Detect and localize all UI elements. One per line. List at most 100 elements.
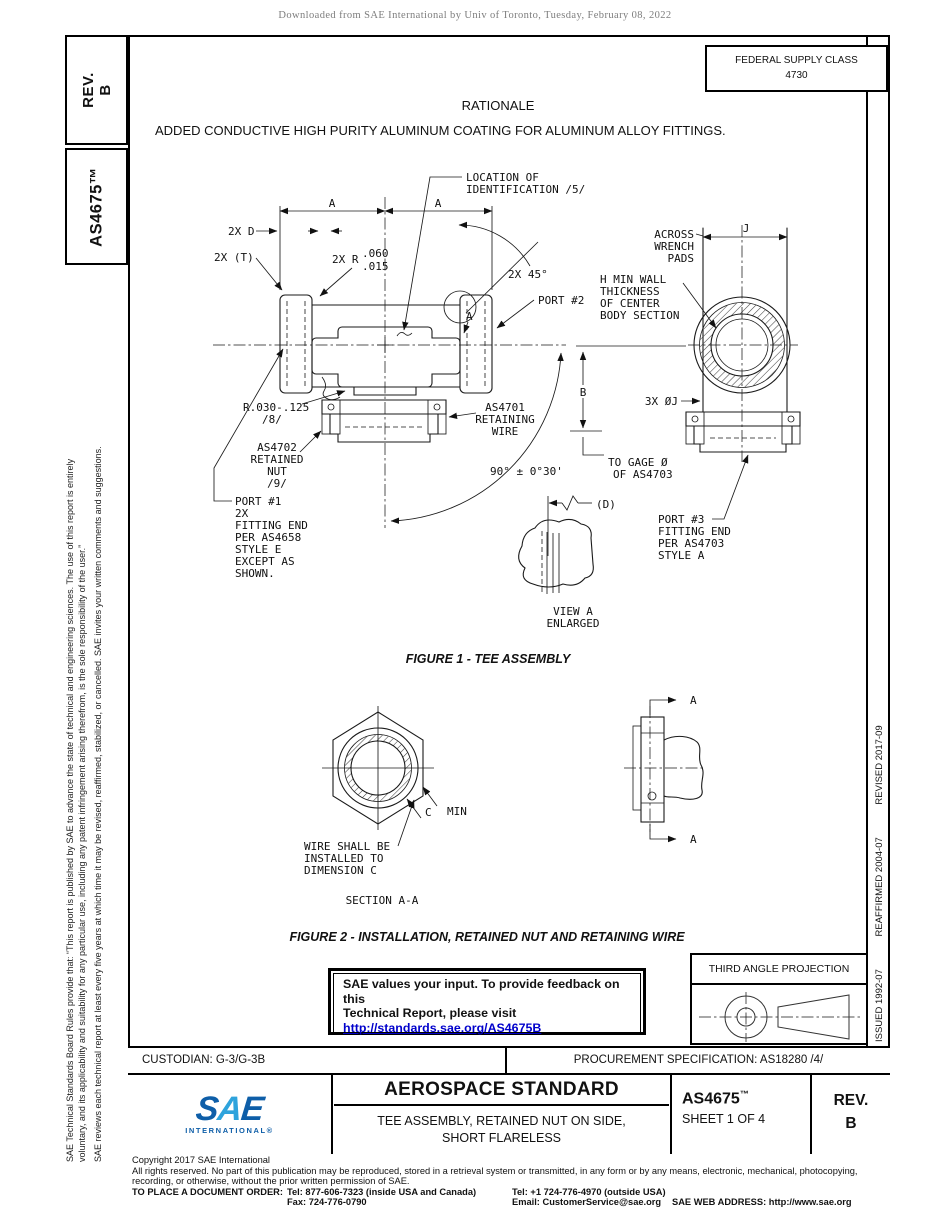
legal-notice-1-line2: voluntary, and its applicability and sui… — [77, 544, 87, 1162]
retained-nut-front — [321, 399, 447, 443]
legal-notice-2: SAE reviews each technical report at lea… — [93, 446, 103, 1162]
feedback-line2: Technical Report, please visit — [343, 1006, 517, 1021]
custodian-cell: CUSTODIAN: G-3/G-3B — [128, 1048, 507, 1073]
procurement-cell: PROCUREMENT SPECIFICATION: AS18280 /4/ — [573, 1054, 824, 1066]
rights-line2: recording, or otherwise, without the pri… — [132, 1176, 410, 1187]
rev-cell: REV. B — [812, 1075, 890, 1154]
federal-supply-class-box: FEDERAL SUPPLY CLASS 4730 — [705, 45, 888, 92]
as4702-l0: AS4702 — [257, 441, 297, 454]
r030-l1: /8/ — [262, 413, 282, 426]
dim-c-min: MIN — [447, 805, 467, 818]
fig2-side-view: A A — [624, 694, 706, 846]
as4702-l1: RETAINED — [251, 453, 304, 466]
port2-label: PORT #2 — [538, 294, 584, 307]
fig1-side-view: J ACROSS WRENCH PADS H MIN WALL THICKNES… — [570, 222, 801, 562]
document-title-line1: TEE ASSEMBLY, RETAINED NUT ON SIDE, — [377, 1114, 626, 1128]
inner-border-line — [866, 35, 868, 1046]
figure2-caption: FIGURE 2 - INSTALLATION, RETAINED NUT AN… — [289, 930, 685, 944]
projection-label: THIRD ANGLE PROJECTION — [692, 955, 866, 985]
issued-date: ISSUED 1992-07 — [874, 969, 885, 1042]
hmin-l0: H MIN WALL — [600, 273, 667, 286]
logo-letter-e: E — [239, 1089, 265, 1128]
port3-l3: STYLE A — [658, 549, 705, 562]
dim-a-right: A — [435, 197, 442, 210]
fsc-label: FEDERAL SUPPLY CLASS — [735, 55, 858, 66]
legal-notice-1-line1: SAE Technical Standards Board Rules prov… — [65, 458, 75, 1162]
hmin-l2: OF CENTER — [600, 297, 660, 310]
port3-l0: PORT #3 — [658, 513, 704, 526]
standard-type: AEROSPACE STANDARD — [334, 1075, 669, 1106]
view-a-caption-l0: VIEW A — [553, 605, 593, 618]
section-label: SECTION A-A — [346, 894, 419, 907]
fax: Fax: 724-776-0790 — [287, 1197, 367, 1208]
d-ref: (D) — [596, 498, 616, 511]
as4701-l2: WIRE — [492, 425, 519, 438]
dim-2x45: 2X 45° — [508, 268, 548, 281]
rationale-body: ADDED CONDUCTIVE HIGH PURITY ALUMINUM CO… — [155, 123, 726, 138]
doc-number-cell: AS4675™ SHEET 1 OF 4 — [672, 1075, 812, 1154]
dim-b: B — [580, 386, 587, 399]
port1-l0: PORT #1 — [235, 495, 281, 508]
port1-l5: EXCEPT AS — [235, 555, 295, 568]
across-l1: WRENCH — [654, 240, 694, 253]
revised-date: REVISED 2017-09 — [874, 725, 885, 805]
view-a-caption-l1: ENLARGED — [547, 617, 600, 630]
dim-a-left: A — [329, 197, 336, 210]
download-notice: Downloaded from SAE International by Uni… — [278, 10, 672, 21]
rev-label: REV. — [79, 72, 97, 108]
doc-number-vertical: AS4675™ — [87, 166, 105, 247]
third-angle-symbol — [699, 992, 861, 1042]
port1-l4: STYLE E — [235, 543, 281, 556]
section-arrow-a-bottom: A — [690, 833, 697, 846]
title-block: CUSTODIAN: G-3/G-3B PROCUREMENT SPECIFIC… — [128, 1046, 890, 1154]
rev-box-text: REV.B — [79, 72, 114, 108]
as4702-l2: NUT — [267, 465, 287, 478]
fsc-value: 4730 — [785, 70, 808, 81]
gage-l0: TO GAGE Ø — [608, 456, 668, 469]
view-a-letter: A — [466, 310, 473, 323]
r030-l0: R.030-.125 — [243, 401, 309, 414]
section-arrow-a-top: A — [690, 694, 697, 707]
wire-l2: DIMENSION C — [304, 864, 377, 877]
fig2-section-view: C MIN WIRE SHALL BE INSTALLED TO DIMENSI… — [304, 706, 467, 907]
port1-l1: 2X — [235, 507, 249, 520]
fig1-view-a-detail: VIEW A ENLARGED — [518, 518, 600, 630]
fig1-front-view — [213, 197, 566, 528]
dim-c: C — [425, 806, 432, 819]
rev-box: REV.B — [65, 35, 128, 145]
location-id-line1: LOCATION OF — [466, 171, 539, 184]
reaffirmed-date: REAFFIRMED 2004-07 — [874, 837, 885, 937]
copyright-footer: Copyright 2017 SAE International All rig… — [132, 1155, 892, 1208]
copyright-line: Copyright 2017 SAE International — [132, 1155, 270, 1165]
feedback-line1: SAE values your input. To provide feedba… — [343, 977, 620, 1006]
port1-l2: FITTING END — [235, 519, 308, 532]
rev-value: B — [96, 84, 114, 96]
across-l2: PADS — [668, 252, 695, 265]
email: Email: CustomerService@sae.org — [512, 1197, 662, 1208]
hmin-l1: THICKNESS — [600, 285, 660, 298]
doc-number-box: AS4675™ — [65, 148, 128, 265]
feedback-box: SAE values your input. To provide feedba… — [328, 968, 646, 1035]
gage-l1: OF AS4703 — [613, 468, 673, 481]
document-title-line2: SHORT FLARELESS — [441, 1130, 562, 1145]
wire-l0: WIRE SHALL BE — [304, 840, 390, 853]
dim-j: J — [743, 222, 750, 235]
rights-line1: All rights reserved. No part of this pub… — [132, 1165, 858, 1176]
web-address: SAE WEB ADDRESS: http://www.sae.org — [672, 1197, 852, 1208]
fig1-dimensions: A A 2X D 2X (T) 2X R .060 .015 LOCATION … — [213, 171, 616, 580]
port3-l1: FITTING END — [658, 525, 731, 538]
legal-notice-1: SAE Technical Standards Board Rules prov… — [64, 277, 88, 1162]
hmin-l3: BODY SECTION — [600, 309, 679, 322]
dim-2xr: 2X R — [332, 253, 359, 266]
doc-number: AS4675 — [682, 1090, 740, 1108]
sae-logo: SAE INTERNATIONAL® — [128, 1075, 333, 1154]
as4702-l3: /9/ — [267, 477, 287, 490]
dim-3xoj: 3X ØJ — [645, 395, 678, 408]
feedback-link[interactable]: http://standards.sae.org/AS4675B — [343, 1020, 542, 1035]
dim-r-max: .060 — [362, 247, 389, 260]
retained-nut-side — [685, 411, 801, 453]
figure1-caption: FIGURE 1 - TEE ASSEMBLY — [406, 652, 572, 666]
location-id-line2: IDENTIFICATION /5/ — [466, 183, 585, 196]
doc-tm: ™ — [739, 1089, 749, 1099]
projection-box: THIRD ANGLE PROJECTION — [690, 953, 868, 1045]
